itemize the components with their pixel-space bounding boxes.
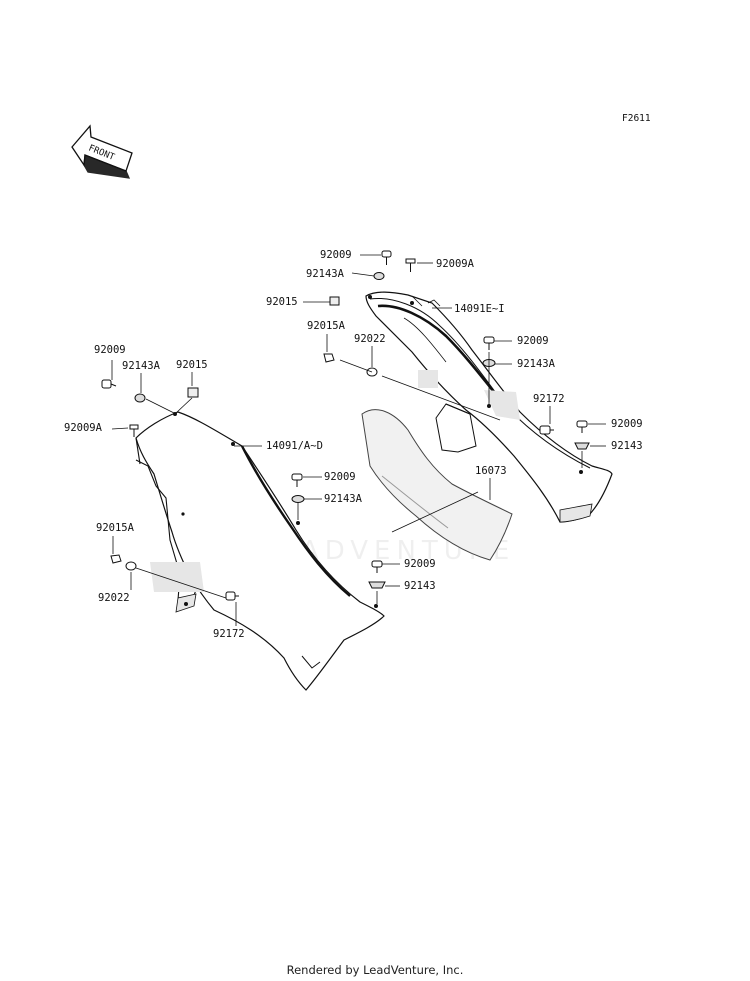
- screw-icon: [225, 591, 239, 601]
- screw-icon: [405, 258, 416, 272]
- washer-icon: [373, 272, 385, 280]
- screw-icon: [129, 424, 139, 437]
- nut-icon: [110, 554, 122, 564]
- part-label-92172[interactable]: 92172: [533, 393, 565, 405]
- part-label-92143a[interactable]: 92143A: [306, 268, 344, 280]
- part-label-14091e-i[interactable]: 14091E~I: [454, 303, 505, 315]
- washer-icon: [368, 581, 386, 589]
- part-label-92022[interactable]: 92022: [354, 333, 386, 345]
- figure-code: F2611: [622, 113, 651, 124]
- nut-icon: [187, 387, 199, 398]
- part-label-16073[interactable]: 16073: [475, 465, 507, 477]
- right-side-cover: [365, 291, 613, 523]
- screw-icon: [381, 250, 392, 265]
- fasteners-left: [101, 379, 386, 601]
- washer-icon: [134, 393, 146, 403]
- part-label-92009[interactable]: 92009: [324, 471, 356, 483]
- part-label-92015a[interactable]: 92015A: [307, 320, 345, 332]
- part-label-92015a[interactable]: 92015A: [96, 522, 134, 534]
- part-label-92143a[interactable]: 92143A: [324, 493, 362, 505]
- part-label-92015[interactable]: 92015: [266, 296, 298, 308]
- screw-icon: [539, 425, 554, 435]
- part-label-92022[interactable]: 92022: [98, 592, 130, 604]
- washer-icon: [574, 442, 590, 450]
- part-label-92143[interactable]: 92143: [404, 580, 436, 592]
- part-label-92172[interactable]: 92172: [213, 628, 245, 640]
- part-label-92009[interactable]: 92009: [94, 344, 126, 356]
- part-label-92009[interactable]: 92009: [611, 418, 643, 430]
- part-label-92009a[interactable]: 92009A: [436, 258, 474, 270]
- nut-icon: [329, 296, 340, 306]
- inner-panel-16073: [361, 409, 513, 561]
- screw-icon: [101, 379, 117, 389]
- screw-icon: [576, 420, 588, 433]
- front-arrow-icon: FRONT: [71, 124, 133, 179]
- part-label-92009[interactable]: 92009: [404, 558, 436, 570]
- part-label-92143[interactable]: 92143: [611, 440, 643, 452]
- part-label-92009[interactable]: 92009: [517, 335, 549, 347]
- nut-icon: [323, 353, 335, 363]
- washer-icon: [125, 561, 137, 571]
- footer-credit: Rendered by LeadVenture, Inc.: [286, 963, 464, 977]
- part-label-92143a[interactable]: 92143A: [517, 358, 555, 370]
- leader-lines: [111, 254, 606, 626]
- part-label-92009a[interactable]: 92009A: [64, 422, 102, 434]
- screw-icon: [371, 560, 383, 573]
- washer-icon: [291, 495, 305, 503]
- part-label-92009[interactable]: 92009: [320, 249, 352, 261]
- screw-icon: [483, 336, 495, 350]
- screw-icon: [291, 473, 303, 487]
- left-side-cover: [135, 411, 385, 691]
- part-label-14091-a-d[interactable]: 14091/A~D: [266, 440, 323, 452]
- part-label-92015[interactable]: 92015: [176, 359, 208, 371]
- part-label-92143a[interactable]: 92143A: [122, 360, 160, 372]
